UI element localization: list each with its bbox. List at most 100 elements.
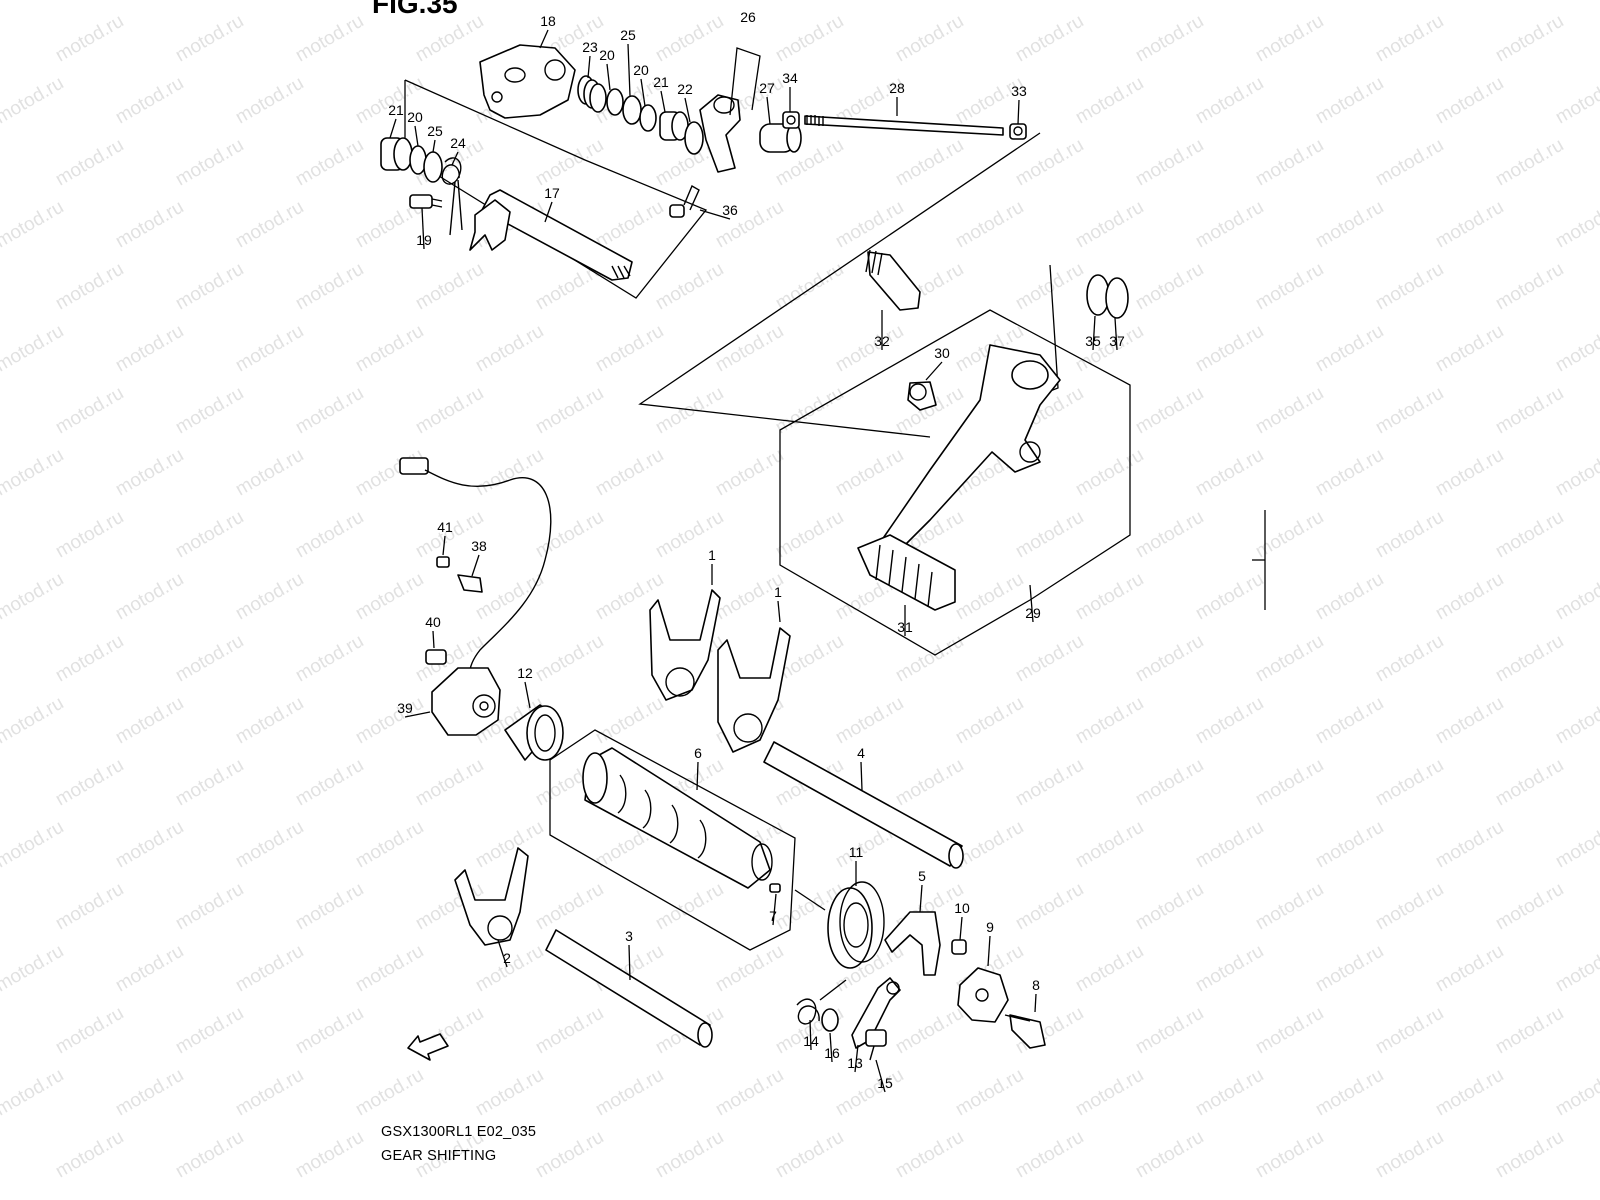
watermark-text: motod.ru <box>52 755 127 811</box>
watermark-text: motod.ru <box>1012 507 1087 563</box>
watermark-text: motod.ru <box>1192 197 1267 253</box>
watermark-text: motod.ru <box>592 693 667 749</box>
watermark-text: motod.ru <box>772 383 847 439</box>
watermark-text: motod.ru <box>712 445 787 501</box>
watermark-text: motod.ru <box>472 445 547 501</box>
leader-line-p25b <box>432 139 436 153</box>
part-label-p39: 39 <box>397 700 413 716</box>
watermark-text: motod.ru <box>112 817 187 873</box>
watermark-text: motod.ru <box>1072 0 1147 4</box>
watermark-text: motod.ru <box>1372 507 1447 563</box>
watermark-text: motod.ru <box>1552 817 1600 873</box>
watermark-text: motod.ru <box>1072 197 1147 253</box>
watermark-text: motod.ru <box>172 1127 247 1183</box>
watermark-text: motod.ru <box>352 941 427 997</box>
watermark-text: motod.ru <box>1372 11 1447 67</box>
watermark-text: motod.ru <box>112 569 187 625</box>
leader-line-p41 <box>442 535 446 556</box>
leader-line-p20a <box>606 63 611 91</box>
watermark-text: motod.ru <box>1252 1127 1327 1183</box>
leader-line-p27 <box>766 96 771 125</box>
screw-10 <box>951 939 967 955</box>
leader-line-p10 <box>959 916 963 941</box>
leader-line-p12 <box>524 681 531 709</box>
cam-plate-9 <box>957 967 1009 1023</box>
watermark-text: motod.ru <box>652 11 727 67</box>
leader-line-p4 <box>860 761 863 791</box>
shift-fork-1-a <box>649 589 721 701</box>
pin-7 <box>769 883 781 893</box>
watermark-text: motod.ru <box>232 1065 307 1121</box>
leader-line-p14 <box>809 1019 812 1051</box>
watermark-text: motod.ru <box>1552 1065 1600 1121</box>
bolt-19 <box>409 194 443 209</box>
watermark-text: motod.ru <box>532 631 607 687</box>
watermark-text: motod.ru <box>1132 383 1207 439</box>
part-label-p5: 5 <box>918 868 926 884</box>
washer-20-upper <box>606 88 624 116</box>
watermark-text: motod.ru <box>1372 383 1447 439</box>
part-label-p37: 37 <box>1109 333 1125 349</box>
watermark-text: motod.ru <box>1252 755 1327 811</box>
leader-line-p37 <box>1114 317 1118 351</box>
watermark-text: motod.ru <box>712 1065 787 1121</box>
watermark-text: motod.ru <box>1492 755 1567 811</box>
watermark-text: motod.ru <box>712 0 787 4</box>
screw-41 <box>436 556 450 568</box>
leader-line-p23 <box>587 55 591 79</box>
watermark-text: motod.ru <box>1492 507 1567 563</box>
leader-line-p6 <box>696 761 699 791</box>
return-spring-24 <box>441 157 463 236</box>
part-label-p31: 31 <box>897 619 913 635</box>
watermark-text: motod.ru <box>1372 1003 1447 1059</box>
watermark-text: motod.ru <box>352 693 427 749</box>
leader-line-p17 <box>544 201 553 223</box>
part-label-p20a: 20 <box>599 47 615 63</box>
watermark-text: motod.ru <box>1432 197 1507 253</box>
watermark-text: motod.ru <box>172 879 247 935</box>
watermark-text: motod.ru <box>1252 259 1327 315</box>
watermark-text: motod.ru <box>952 693 1027 749</box>
watermark-text: motod.ru <box>472 817 547 873</box>
watermark-text: motod.ru <box>892 1127 967 1183</box>
bolt-40 <box>425 649 447 665</box>
watermark-text: motod.ru <box>1552 445 1600 501</box>
part-label-p6: 6 <box>694 745 702 761</box>
watermark-text: motod.ru <box>1492 383 1567 439</box>
watermark-text: motod.ru <box>1252 1003 1327 1059</box>
part-label-p13: 13 <box>847 1055 863 1071</box>
part-label-p41: 41 <box>437 519 453 535</box>
watermark-text: motod.ru <box>892 135 967 191</box>
leader-line-p29 <box>1029 584 1034 623</box>
part-label-p8: 8 <box>1032 977 1040 993</box>
leader-line-p24 <box>451 151 459 166</box>
watermark-text: motod.ru <box>1432 1065 1507 1121</box>
watermark-text: motod.ru <box>1432 445 1507 501</box>
watermark-text: motod.ru <box>652 879 727 935</box>
leader-line-p40 <box>432 630 435 649</box>
watermark-text: motod.ru <box>472 569 547 625</box>
watermark-text: motod.ru <box>292 1003 367 1059</box>
watermark-text: motod.ru <box>1492 631 1567 687</box>
watermark-text: motod.ru <box>412 259 487 315</box>
watermark-text: motod.ru <box>1552 569 1600 625</box>
watermark-text: motod.ru <box>772 11 847 67</box>
spring-14 <box>796 979 847 1025</box>
watermark-text: motod.ru <box>1132 507 1207 563</box>
watermark-text: motod.ru <box>1372 1127 1447 1183</box>
part-label-p25b: 25 <box>427 123 443 139</box>
watermark-text: motod.ru <box>352 0 427 4</box>
watermark-text: motod.ru <box>592 321 667 377</box>
watermark-text: motod.ru <box>592 445 667 501</box>
watermark-text: motod.ru <box>772 507 847 563</box>
watermark-text: motod.ru <box>1312 445 1387 501</box>
part-label-p17: 17 <box>544 185 560 201</box>
watermark-text: motod.ru <box>532 383 607 439</box>
shift-plate-18 <box>479 44 576 119</box>
watermark-text: motod.ru <box>532 135 607 191</box>
watermark-text: motod.ru <box>1492 879 1567 935</box>
bushing-27 <box>759 123 802 153</box>
watermark-text: motod.ru <box>292 631 367 687</box>
part-label-p16: 16 <box>824 1045 840 1061</box>
